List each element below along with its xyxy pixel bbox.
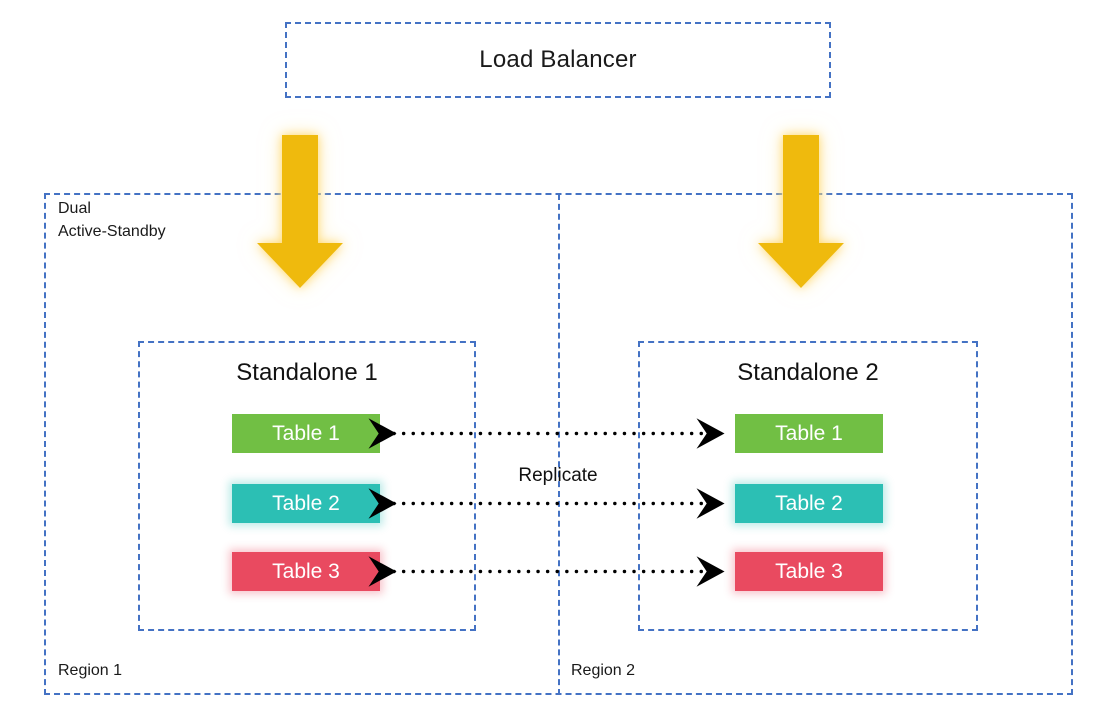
region-1-label: Region 1 [58, 662, 123, 679]
region-2-label: Region 2 [571, 662, 636, 679]
replicate-label-wrap: Replicate [0, 465, 1094, 487]
standalone-2-table-3[interactable]: Table 3 [735, 552, 883, 591]
standalone-1-box[interactable]: Standalone 1 [138, 341, 476, 631]
standalone-1-table-3[interactable]: Table 3 [232, 552, 380, 591]
dual-active-standby-label: Dual Active-Standby [58, 200, 166, 240]
replicate-label: Replicate [518, 465, 598, 486]
standalone-1-title: Standalone 1 [236, 359, 378, 386]
standalone-2-title: Standalone 2 [737, 359, 879, 386]
standalone-2-table-2[interactable]: Table 2 [735, 484, 883, 523]
region-divider [558, 194, 560, 695]
standalone-2-box[interactable]: Standalone 2 [638, 341, 978, 631]
standalone-1-table-1[interactable]: Table 1 [232, 414, 380, 453]
load-balancer-label: Load Balancer [479, 46, 637, 73]
standalone-2-table-1[interactable]: Table 1 [735, 414, 883, 453]
load-balancer-box[interactable]: Load Balancer [285, 22, 831, 98]
standalone-1-table-2[interactable]: Table 2 [232, 484, 380, 523]
